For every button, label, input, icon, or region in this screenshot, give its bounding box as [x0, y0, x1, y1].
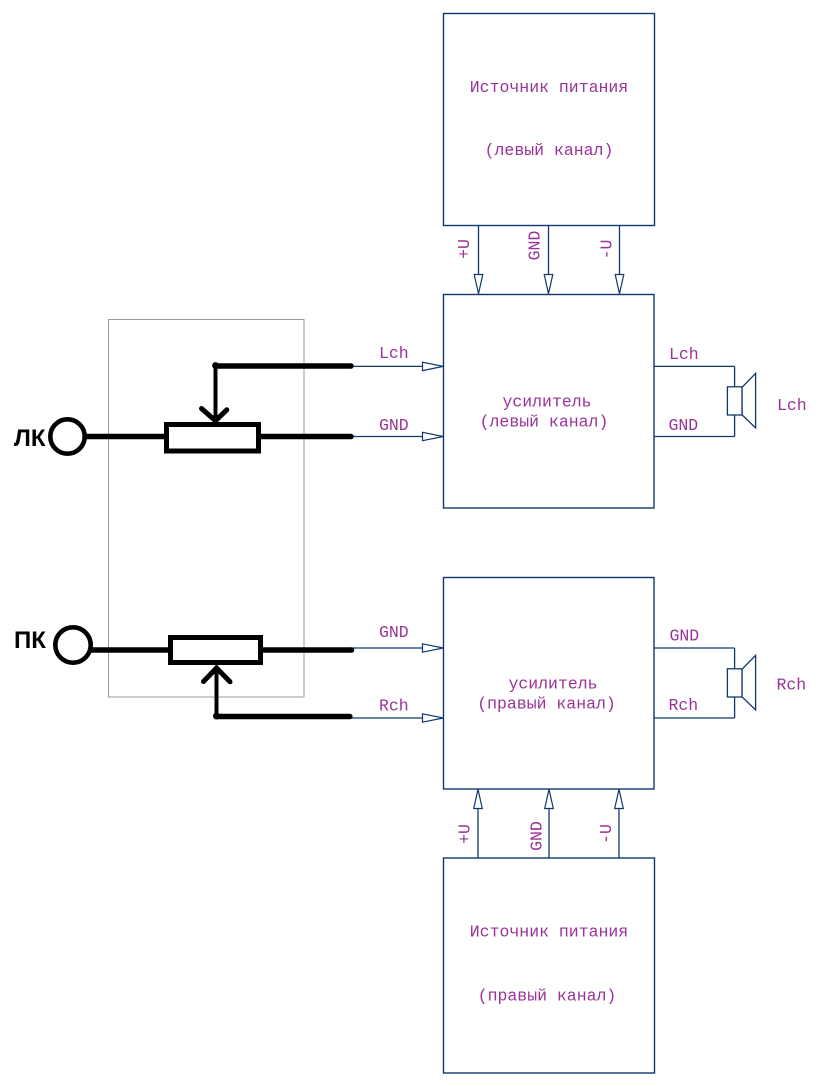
- svg-text:-U: -U: [598, 240, 617, 260]
- svg-text:Lch: Lch: [669, 345, 699, 364]
- svg-text:+U: +U: [456, 824, 475, 844]
- svg-text:(правый канал): (правый канал): [478, 987, 617, 1006]
- svg-text:Rch: Rch: [669, 696, 699, 715]
- svg-text:GND: GND: [379, 416, 409, 435]
- svg-text:-U: -U: [597, 824, 616, 844]
- svg-text:Источник питания: Источник питания: [470, 78, 628, 97]
- svg-text:усилитель: усилитель: [508, 675, 597, 694]
- svg-text:GND: GND: [669, 416, 699, 435]
- svg-text:(левый канал): (левый канал): [480, 413, 609, 432]
- svg-text:ЛК: ЛК: [14, 425, 46, 452]
- svg-text:(правый канал): (правый канал): [477, 695, 616, 714]
- svg-text:GND: GND: [528, 821, 547, 851]
- svg-text:GND: GND: [526, 231, 545, 261]
- svg-text:Источник питания: Источник питания: [470, 923, 628, 942]
- svg-text:Lch: Lch: [379, 344, 409, 363]
- svg-text:+U: +U: [455, 239, 474, 259]
- svg-text:Rch: Rch: [379, 697, 409, 716]
- svg-text:Rch: Rch: [777, 676, 807, 695]
- svg-text:GND: GND: [379, 623, 409, 642]
- svg-text:GND: GND: [670, 627, 700, 646]
- svg-text:ПК: ПК: [14, 627, 46, 654]
- svg-text:(левый канал): (левый канал): [485, 141, 614, 160]
- svg-text:Lch: Lch: [777, 396, 807, 415]
- svg-text:усилитель: усилитель: [502, 393, 591, 412]
